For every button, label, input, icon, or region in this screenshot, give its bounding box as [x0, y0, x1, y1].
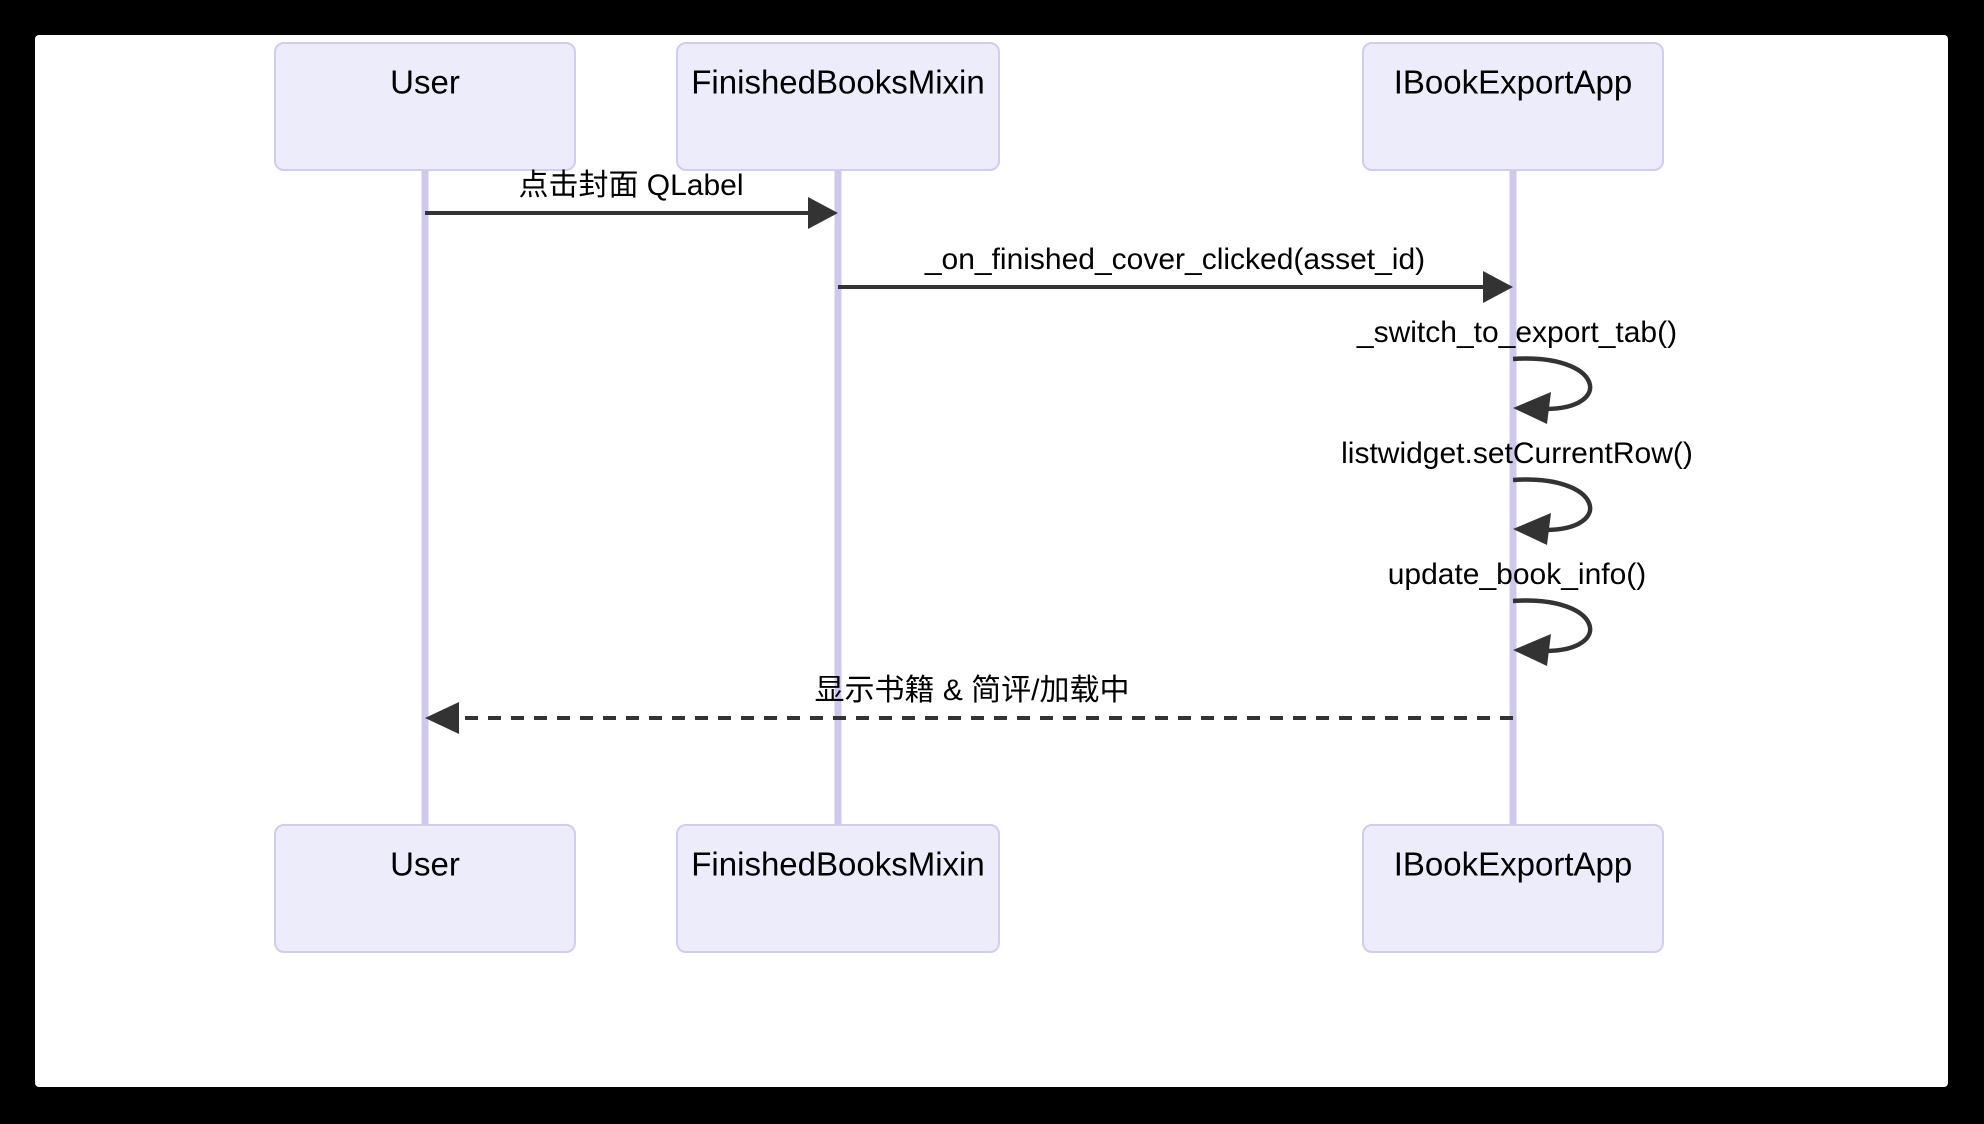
actor-box-finishedbooksmixin-top-rect[interactable]	[676, 42, 1000, 171]
message-6-label: 显示书籍 & 简评/加载中	[814, 674, 1129, 707]
message-3-arrowhead-icon	[1513, 392, 1551, 424]
message-5[interactable]: update_book_info()	[1388, 558, 1647, 666]
lifelines	[421, 170, 1517, 825]
actor-box-finishedbooksmixin-bottom[interactable]: FinishedBooksMixin	[676, 824, 1000, 953]
message-3-label: _switch_to_export_tab()	[1356, 316, 1677, 349]
message-1-arrowhead-icon	[808, 197, 838, 229]
message-4-self-loop-line[interactable]	[1512, 477, 1593, 533]
actor-label-ibookexportapp-top: IBookExportApp	[1394, 64, 1632, 101]
actor-box-ibookexportapp-bottom[interactable]: IBookExportApp	[1362, 824, 1664, 953]
actor-box-finishedbooksmixin-bottom-rect[interactable]	[676, 824, 1000, 953]
diagram-frame: User FinishedBooksMixin IBookExportApp U…	[35, 35, 1948, 1087]
actor-box-finishedbooksmixin-top[interactable]: FinishedBooksMixin	[676, 42, 1000, 171]
message-5-arrowhead-icon	[1513, 634, 1551, 666]
sequence-diagram-canvas: User FinishedBooksMixin IBookExportApp U…	[274, 42, 1693, 953]
actor-box-user-bottom[interactable]: User	[274, 824, 576, 953]
message-3[interactable]: _switch_to_export_tab()	[1356, 316, 1677, 424]
message-6-arrowhead-icon	[425, 702, 459, 734]
bottom-actor-boxes: User FinishedBooksMixin IBookExportApp	[274, 824, 1664, 953]
actor-label-finishedbooksmixin-bottom: FinishedBooksMixin	[691, 846, 984, 883]
message-1-label: 点击封面 QLabel	[518, 169, 743, 202]
actor-label-user-bottom: User	[390, 846, 460, 883]
message-3-self-loop-line[interactable]	[1512, 356, 1593, 412]
actor-box-ibookexportapp-top-rect[interactable]	[1362, 42, 1664, 171]
message-4-arrowhead-icon	[1513, 513, 1551, 545]
message-5-self-loop-line[interactable]	[1512, 598, 1593, 654]
message-5-label: update_book_info()	[1388, 558, 1647, 591]
message-4-label: listwidget.setCurrentRow()	[1341, 437, 1693, 470]
actor-box-ibookexportapp-top[interactable]: IBookExportApp	[1362, 42, 1664, 171]
actor-label-finishedbooksmixin-top: FinishedBooksMixin	[691, 64, 984, 101]
actor-box-ibookexportapp-bottom-rect[interactable]	[1362, 824, 1664, 953]
actor-box-user-bottom-rect[interactable]	[274, 824, 576, 953]
message-2[interactable]: _on_finished_cover_clicked(asset_id)	[838, 243, 1513, 303]
message-4[interactable]: listwidget.setCurrentRow()	[1341, 437, 1693, 545]
message-2-label: _on_finished_cover_clicked(asset_id)	[924, 243, 1425, 276]
actor-box-user-top-rect[interactable]	[274, 42, 576, 171]
actor-box-user-top[interactable]: User	[274, 42, 576, 171]
top-actor-boxes: User FinishedBooksMixin IBookExportApp	[274, 42, 1664, 171]
message-2-arrowhead-icon	[1483, 271, 1513, 303]
message-1[interactable]: 点击封面 QLabel	[425, 169, 838, 229]
message-6[interactable]: 显示书籍 & 简评/加载中	[425, 674, 1513, 734]
actor-label-ibookexportapp-bottom: IBookExportApp	[1394, 846, 1632, 883]
actor-label-user-top: User	[390, 64, 460, 101]
